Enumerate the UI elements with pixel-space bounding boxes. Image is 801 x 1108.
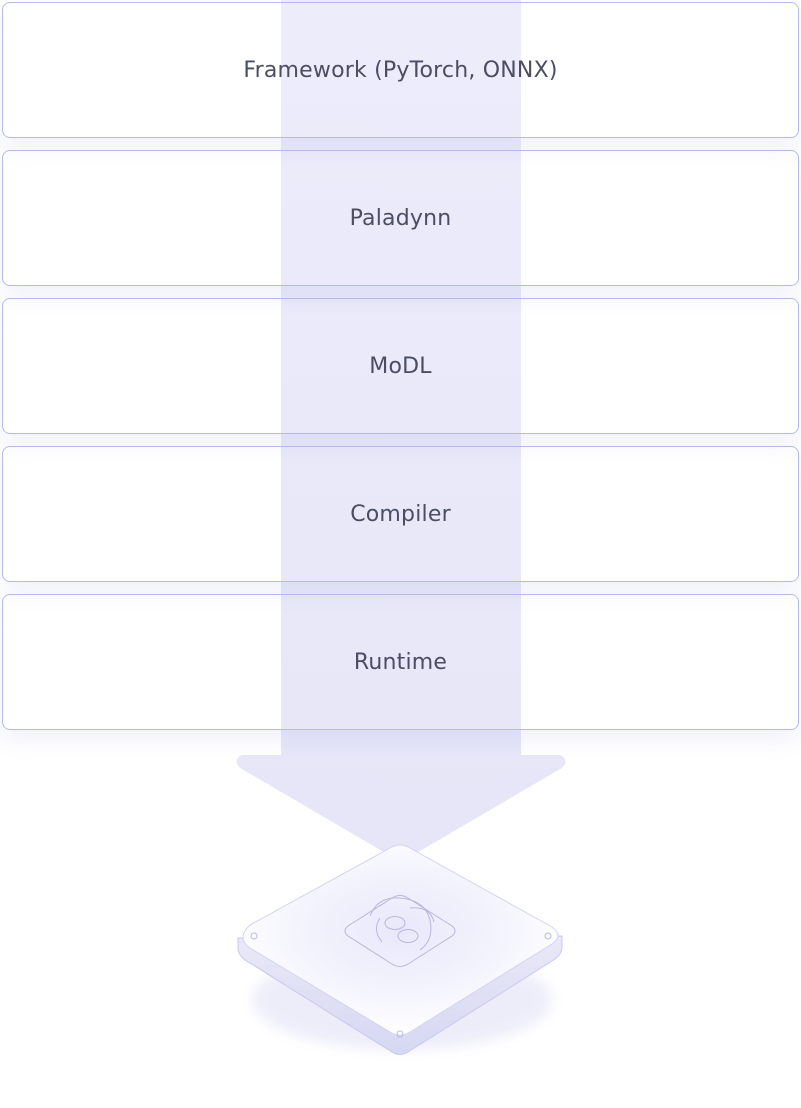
layer-box-framework: Framework (PyTorch, ONNX): [2, 2, 799, 138]
layer-label: Runtime: [353, 649, 448, 675]
layer-box-compiler: Compiler: [2, 446, 799, 582]
chip-shadow: [252, 950, 552, 1050]
chip-logo-icon: [344, 895, 456, 967]
layer-label: Framework (PyTorch, ONNX): [243, 57, 558, 83]
chip-corner-dot: [396, 1030, 404, 1038]
chip-top: [242, 844, 559, 1036]
chip-corner-dot: [544, 932, 552, 940]
layer-box-paladynn: Paladynn: [2, 150, 799, 286]
chip-corner-dot: [250, 932, 258, 940]
layer-box-modl: MoDL: [2, 298, 799, 434]
layer-box-runtime: Runtime: [2, 594, 799, 730]
layer-label: Paladynn: [349, 205, 452, 231]
chip-side: [237, 935, 563, 1055]
layer-label: MoDL: [369, 353, 432, 379]
layer-label: Compiler: [350, 501, 451, 527]
